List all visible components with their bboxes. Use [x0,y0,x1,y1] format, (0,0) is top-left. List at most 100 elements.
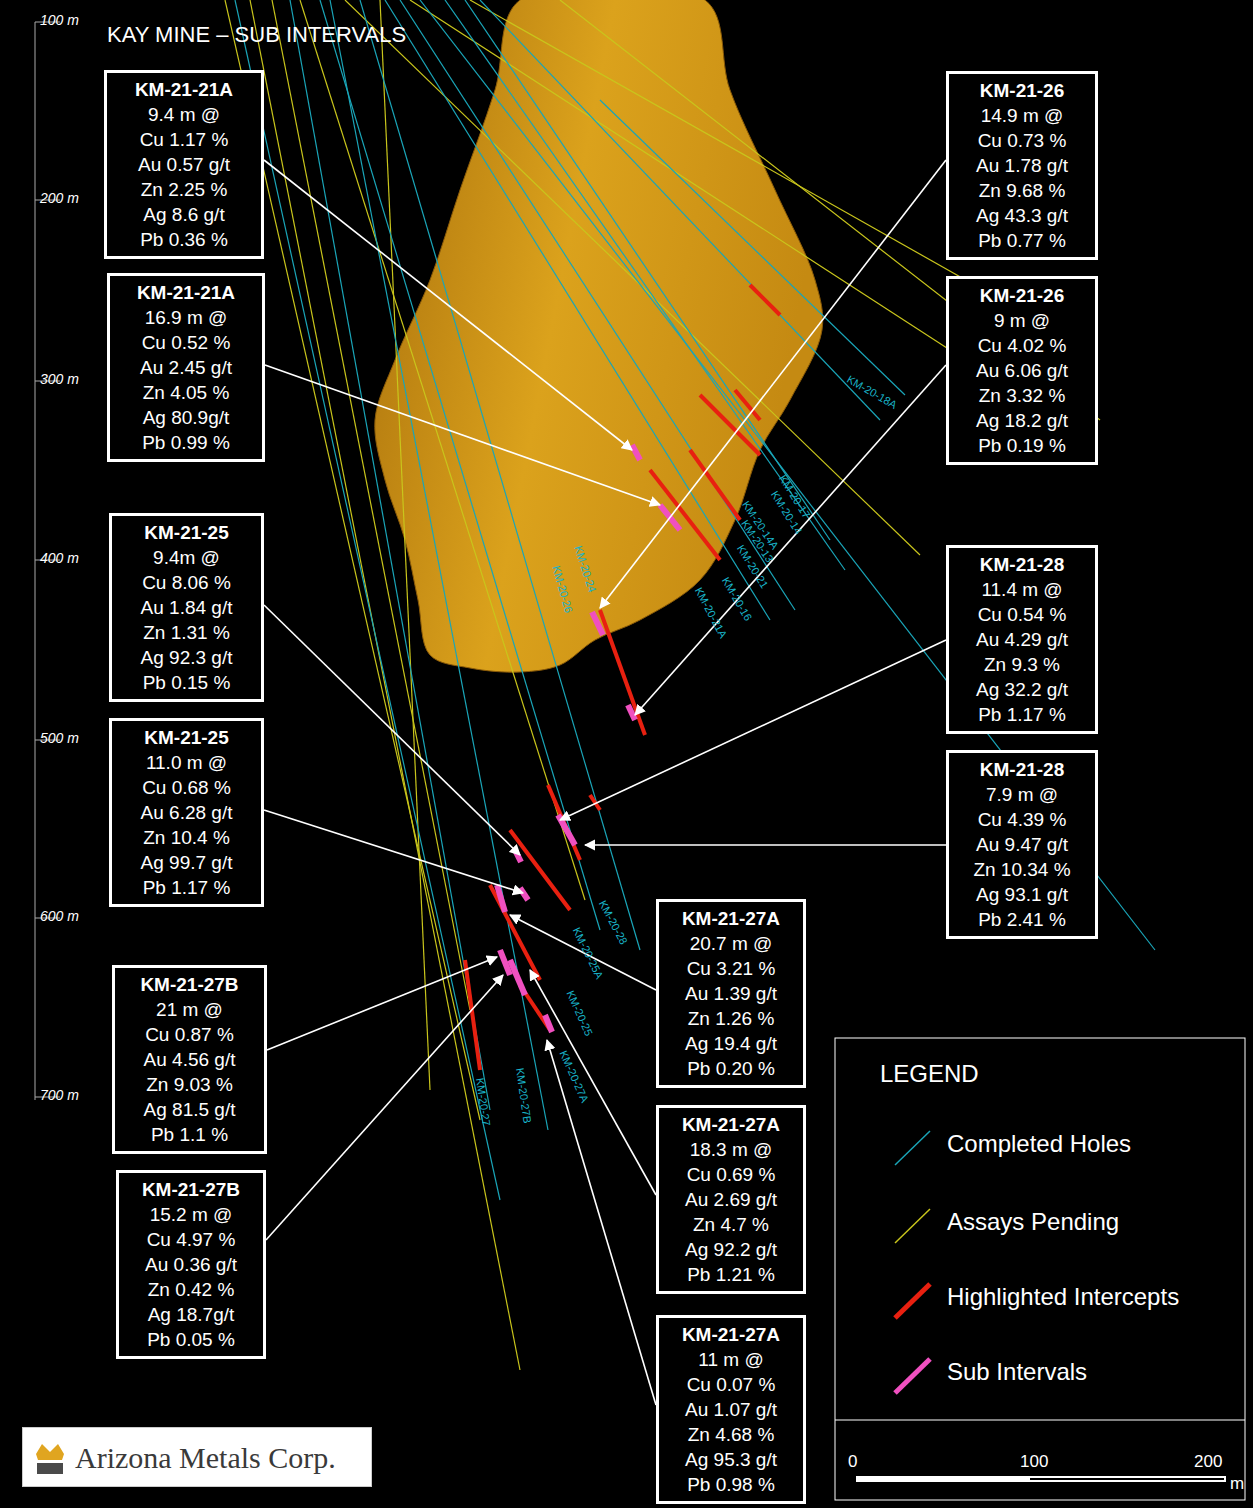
pending-hole [250,0,520,1370]
assay-line: Zn 4.68 % [665,1422,797,1447]
assay-line: Au 9.47 g/t [955,832,1089,857]
legend-sample [895,1131,930,1165]
assay-line: 9.4m @ [118,545,255,570]
assay-line: Au 0.36 g/t [125,1252,257,1277]
assay-box: KM-21-27A11 m @Cu 0.07 %Au 1.07 g/tZn 4.… [656,1315,806,1504]
hole-id: KM-21-25 [118,725,255,750]
hole-id: KM-21-27A [665,1322,797,1347]
completed-hole [480,0,880,420]
intercept [650,470,720,560]
intercept [700,395,760,455]
assay-line: Cu 8.06 % [118,570,255,595]
assay-line: 21 m @ [121,997,258,1022]
assay-line: Pb 0.19 % [955,433,1089,458]
company-name: Arizona Metals Corp. [75,1440,361,1476]
leader-line [264,605,520,855]
hole-id: KM-21-26 [955,283,1089,308]
assay-line: Pb 0.36 % [113,227,255,252]
assay-box: KM-21-2511.0 m @Cu 0.68 %Au 6.28 g/tZn 1… [109,718,264,907]
assay-line: Ag 99.7 g/t [118,850,255,875]
scale-label: 200 [1194,1452,1222,1472]
pending-hole [300,0,585,900]
legend-text: Sub Intervals [947,1358,1087,1386]
hole-label: KM-20-25 [565,989,596,1038]
completed-hole [290,0,490,1110]
depth-label: 300 m [40,371,79,387]
assay-line: Ag 18.2 g/t [955,408,1089,433]
completed-hole [445,0,845,570]
assay-line: Pb 1.17 % [955,702,1089,727]
hole-id: KM-21-21A [116,280,256,305]
assay-line: 15.2 m @ [125,1202,257,1227]
assay-line: Au 2.45 g/t [116,355,256,380]
assay-line: Au 0.57 g/t [113,152,255,177]
assay-line: Cu 4.39 % [955,807,1089,832]
assay-line: Au 1.07 g/t [665,1397,797,1422]
assay-line: Pb 0.20 % [665,1056,797,1081]
assay-line: Zn 9.03 % [121,1072,258,1097]
diagram-title: KAY MINE – SUB INTERVALS [107,22,406,48]
assay-line: Cu 0.68 % [118,775,255,800]
hole-label: KM-20-16 [720,575,755,623]
legend-divider [835,1420,1245,1421]
scale-bar [1030,1478,1224,1480]
assay-line: Pb 1.1 % [121,1122,258,1147]
assay-line: Zn 9.3 % [955,652,1089,677]
depth-axis [35,22,36,1100]
assay-line: Au 6.28 g/t [118,800,255,825]
assay-line: Zn 4.7 % [665,1212,797,1237]
legend-text: Assays Pending [947,1208,1119,1236]
assay-box: KM-21-27A18.3 m @Cu 0.69 %Au 2.69 g/tZn … [656,1105,806,1294]
depth-label: 200 m [40,190,79,206]
logo-box: Arizona Metals Corp. [22,1427,372,1487]
assay-line: Cu 3.21 % [665,956,797,981]
leader-line [510,915,656,990]
pending-hole [380,0,430,1090]
assay-box: KM-21-27B15.2 m @Cu 4.97 %Au 0.36 g/tZn … [116,1170,266,1359]
sub-interval [510,960,525,995]
scale-unit: m [1230,1474,1244,1494]
assay-line: 9.4 m @ [113,102,255,127]
scale-label: 0 [848,1452,857,1472]
assay-box: KM-21-21A16.9 m @Cu 0.52 %Au 2.45 g/tZn … [107,273,265,462]
hole-id: KM-21-25 [118,520,255,545]
assay-line: Ag 81.5 g/t [121,1097,258,1122]
depth-label: 400 m [40,550,79,566]
assay-line: Au 1.84 g/t [118,595,255,620]
leader-line [585,844,946,846]
hole-id: KM-21-28 [955,552,1089,577]
assay-line: Pb 0.99 % [116,430,256,455]
crown-icon [33,1436,67,1476]
assay-line: Ag 92.3 g/t [118,645,255,670]
assay-line: Cu 0.73 % [955,128,1089,153]
hole-id: KM-21-27A [665,1112,797,1137]
assay-line: Zn 2.25 % [113,177,255,202]
assay-line: Au 2.69 g/t [665,1187,797,1212]
leader-line [264,810,523,893]
hole-id: KM-21-21A [113,77,255,102]
sub-interval [592,612,603,635]
assay-line: Pb 0.05 % [125,1327,257,1352]
leader-line [266,975,503,1240]
legend-sample [895,1209,930,1243]
completed-hole [420,0,1155,950]
assay-line: 14.9 m @ [955,103,1089,128]
sub-interval [632,445,640,460]
assay-line: Zn 9.68 % [955,178,1089,203]
pending-hole [470,0,1010,305]
assay-line: Cu 1.17 % [113,127,255,152]
leader-line [267,957,497,1050]
completed-hole [400,0,795,610]
legend-frame [835,1038,1245,1500]
leader-line [530,970,656,1195]
assay-line: 7.9 m @ [955,782,1089,807]
assay-line: Pb 1.17 % [118,875,255,900]
depth-label: 100 m [40,12,79,28]
hole-id: KM-21-27B [121,972,258,997]
intercept [690,450,740,520]
assay-line: 20.7 m @ [665,931,797,956]
completed-hole [360,0,640,950]
assay-line: Zn 10.34 % [955,857,1089,882]
assay-line: Ag 18.7g/t [125,1302,257,1327]
leader-line [547,1040,656,1405]
